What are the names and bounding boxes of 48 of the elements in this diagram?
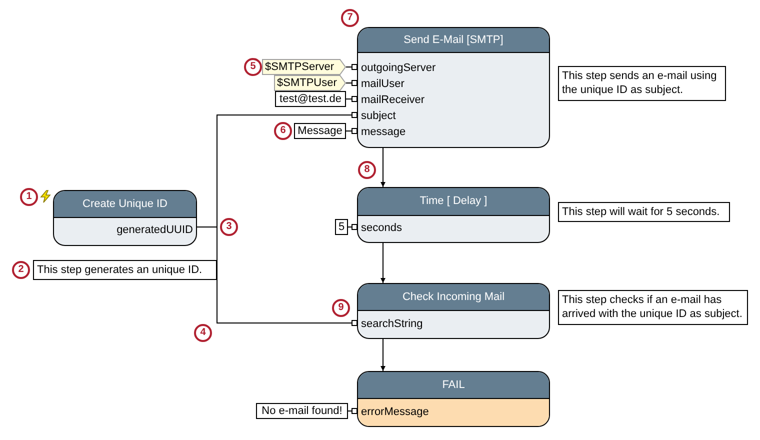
connector-line (380, 242, 386, 284)
step-title: Time [ Delay ] (358, 188, 549, 216)
connector-line (346, 96, 358, 102)
step-box (357, 27, 550, 148)
connector-line (346, 80, 358, 86)
callout-number: 1 (20, 188, 38, 206)
callout-number: 7 (341, 9, 359, 27)
value-box: test@test.de (275, 91, 346, 107)
callout-number: 3 (220, 218, 238, 236)
step-title: FAIL (358, 372, 549, 399)
parameter-label: subject (360, 109, 397, 124)
parameter-label: errorMessage (360, 405, 430, 420)
step-box (53, 190, 197, 246)
value-box: 5 (335, 219, 348, 235)
step-title: Send E-Mail [SMTP] (358, 28, 549, 53)
value-box: Message (294, 123, 346, 139)
value-box: No e-mail found! (256, 403, 348, 419)
note-box: This step generates an unique ID. (33, 260, 217, 280)
parameter-label: generatedUUID (116, 223, 194, 238)
parameter-label: outgoingServer (360, 61, 437, 76)
connector-line (346, 64, 358, 70)
parameter-label: mailUser (360, 77, 406, 92)
parameter-label: searchString (360, 317, 424, 332)
step-box (357, 187, 550, 243)
parameter-label: message (360, 125, 407, 140)
note-box: This step checks if an e-mail has arrived with the unique ID as subject. (558, 290, 748, 325)
connector-line (348, 408, 358, 414)
variable-tag: $SMTPServer (262, 59, 346, 75)
callout-number: 2 (12, 261, 30, 279)
connector-line (348, 224, 358, 230)
note-box: This step sends an e-mail using the unique ID as subject. (558, 66, 726, 101)
callout-number: 8 (358, 161, 376, 179)
parameter-label: seconds (360, 221, 403, 236)
callout-number: 6 (274, 122, 292, 140)
step-title: Create Unique ID (54, 191, 196, 218)
connector-line (196, 226, 358, 326)
connector-line (380, 148, 386, 188)
callout-number: 4 (194, 324, 212, 342)
parameter-label: mailReceiver (360, 93, 426, 108)
step-box (357, 283, 550, 339)
callout-number: 5 (244, 58, 262, 76)
variable-tag: $SMTPUser (274, 75, 346, 91)
note-box: This step will wait for 5 seconds. (558, 202, 730, 222)
connector-line (380, 338, 386, 372)
callout-number: 9 (332, 299, 350, 317)
step-title: Check Incoming Mail (358, 284, 549, 311)
step-box (357, 371, 550, 427)
connector-line (346, 128, 358, 134)
